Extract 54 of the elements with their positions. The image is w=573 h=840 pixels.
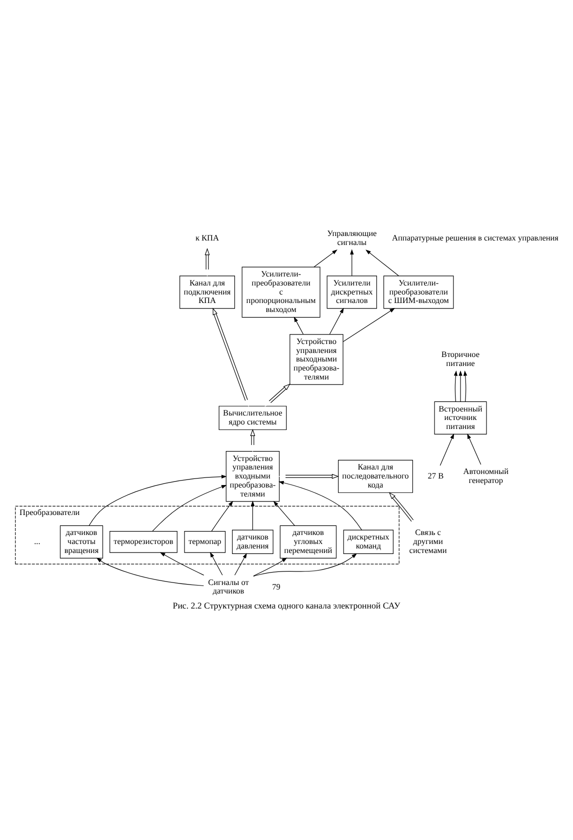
- label: Аппаратурные решения в системах управления: [392, 233, 558, 242]
- node-box: Вычислительное ядро системы: [218, 406, 287, 430]
- node-box: терморезисторов: [110, 531, 178, 553]
- node-box: Усилители дискретных сигналов: [326, 276, 377, 309]
- arrow: [329, 308, 344, 335]
- caption: Рис. 2.2 Структурная схема одного канала электронной САУ: [172, 600, 400, 610]
- arrow: [314, 250, 338, 268]
- arrow: [458, 370, 462, 402]
- arrow: [96, 558, 204, 586]
- arrow: [88, 474, 227, 526]
- arrow: [264, 384, 290, 407]
- node-box: Устройство управления выходными преобразова- телями: [290, 334, 344, 385]
- arrow: [440, 433, 454, 466]
- node-box: дискретных команд: [343, 530, 394, 554]
- node-text: Сигналы от датчиков: [208, 578, 249, 596]
- arrow: [160, 552, 204, 576]
- arrow: [454, 370, 458, 402]
- arrow: [210, 552, 223, 576]
- arrow: [273, 500, 295, 526]
- arrow: [366, 250, 400, 276]
- arrow: [350, 249, 354, 276]
- label: ...: [34, 537, 40, 546]
- node-box: Устройство управления входными преобразова- телями: [226, 451, 280, 502]
- arrow: [463, 370, 468, 402]
- node-box: термопар: [184, 531, 226, 553]
- arrow: [204, 248, 210, 277]
- node-box: Встроенный источник питания: [434, 401, 487, 434]
- node-box: датчиков частоты вращения: [60, 525, 104, 558]
- node-box: Усилители- преобразователи с ШИМ-выходом: [383, 276, 454, 309]
- arrow: [467, 434, 482, 465]
- node-text: Вторичное питание: [441, 350, 480, 368]
- node-text: 27 В: [428, 472, 444, 481]
- arrow: [211, 500, 234, 532]
- arrow: [212, 308, 249, 407]
- arrow: [294, 316, 304, 335]
- arrow: [250, 500, 255, 530]
- arrow: [253, 558, 288, 576]
- node-box: Канал для последовательного кода: [338, 460, 413, 493]
- label: 79: [272, 582, 280, 592]
- node-text: Управляющие сигналы: [327, 228, 377, 247]
- arrow: [253, 553, 358, 577]
- node-text: Связь с другими системами: [409, 528, 447, 555]
- arrow: [250, 428, 256, 452]
- node-text: к КПА: [195, 233, 219, 242]
- node-box: датчиков угловых перемещений: [280, 525, 337, 558]
- arrow: [234, 553, 247, 576]
- node-box: Канал для подключения КПА: [180, 276, 235, 309]
- arrow: [152, 485, 227, 532]
- arrow: [278, 474, 339, 479]
- node-box: датчиков давления: [232, 530, 274, 554]
- node-box: Усилители- преобразователи с пропорциональным выходом: [242, 266, 320, 318]
- arrow: [342, 308, 395, 342]
- arrow: [278, 480, 362, 530]
- node-text: Автономный генератор: [463, 467, 509, 485]
